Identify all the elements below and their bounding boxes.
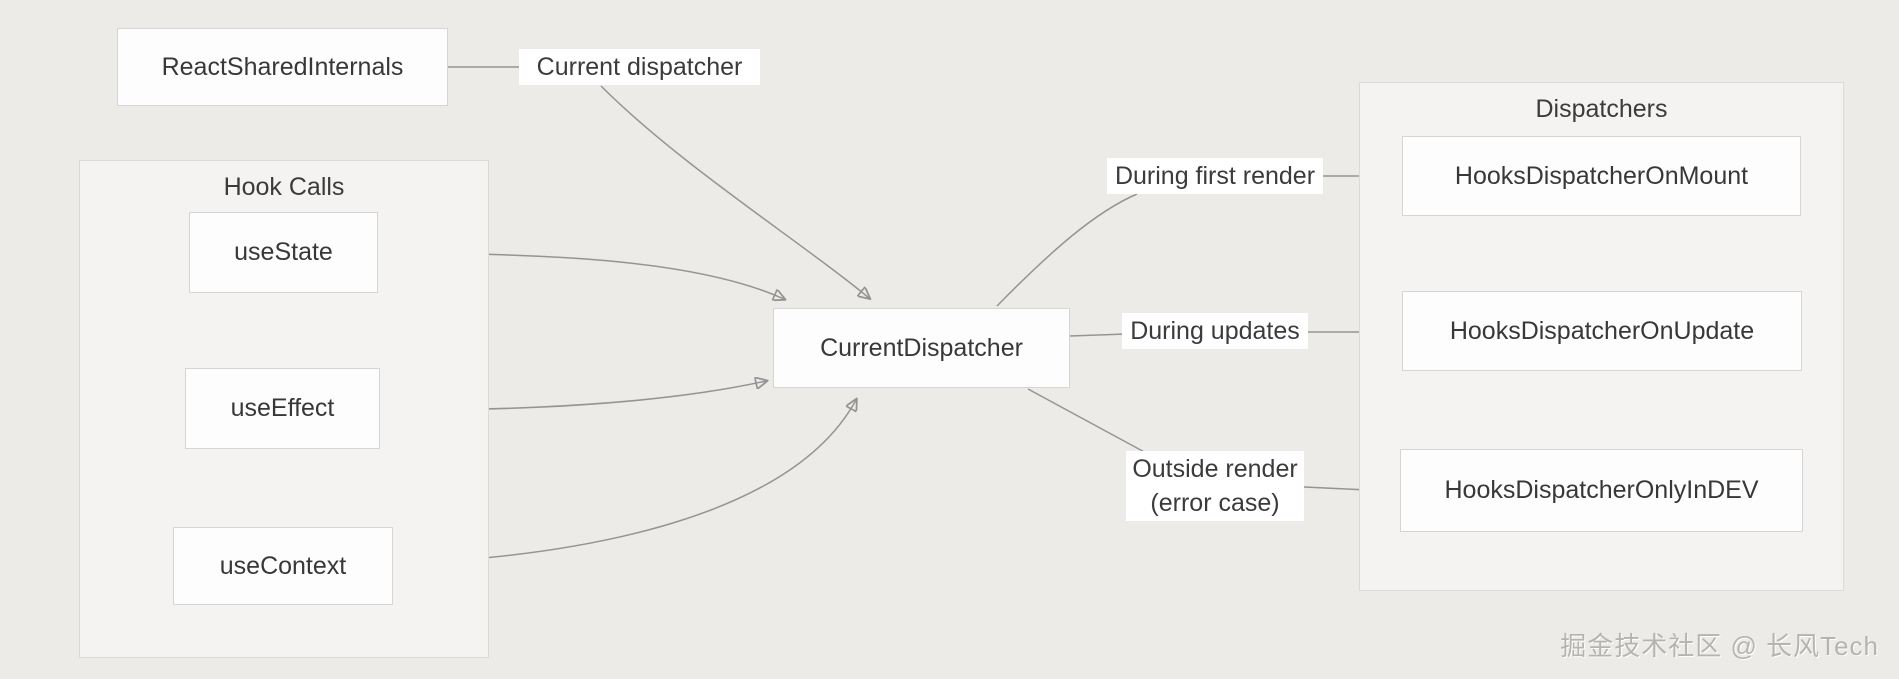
dispatchers-title: Dispatchers (1535, 95, 1668, 123)
edge-label-outside-render: Outside render (error case) (1126, 451, 1304, 521)
edge-label-current-dispatcher: Current dispatcher (519, 49, 760, 85)
node-usecontext: useContext (173, 527, 393, 605)
edge-label-outside-render-line2: (error case) (1150, 489, 1280, 517)
node-current-dispatcher: CurrentDispatcher (773, 308, 1070, 388)
edge-label-during-updates: During updates (1122, 313, 1308, 349)
watermark-text: 掘金技术社区 @ 长风Tech (1560, 631, 1879, 661)
node-hooks-dispatcher-on-update: HooksDispatcherOnUpdate (1402, 291, 1802, 371)
node-hooks-dispatcher-only-in-dev: HooksDispatcherOnlyInDEV (1400, 449, 1803, 532)
edge-current-dispatcher-label-to-node (600, 85, 869, 298)
node-useeffect: useEffect (185, 368, 380, 449)
node-hooks-dispatcher-on-mount: HooksDispatcherOnMount (1402, 136, 1801, 216)
edge-label-during-first-render: During first render (1107, 158, 1323, 194)
node-usestate: useState (189, 212, 378, 293)
edge-current-dispatcher-to-updates-label (1069, 333, 1127, 337)
hook-calls-title: Hook Calls (223, 173, 345, 201)
edge-current-dispatcher-to-outside-label (1027, 388, 1149, 455)
edge-label-outside-render-line1: Outside render (1132, 455, 1298, 483)
edge-current-dispatcher-to-first-render-label (996, 193, 1138, 307)
node-react-shared-internals: ReactSharedInternals (117, 28, 448, 106)
